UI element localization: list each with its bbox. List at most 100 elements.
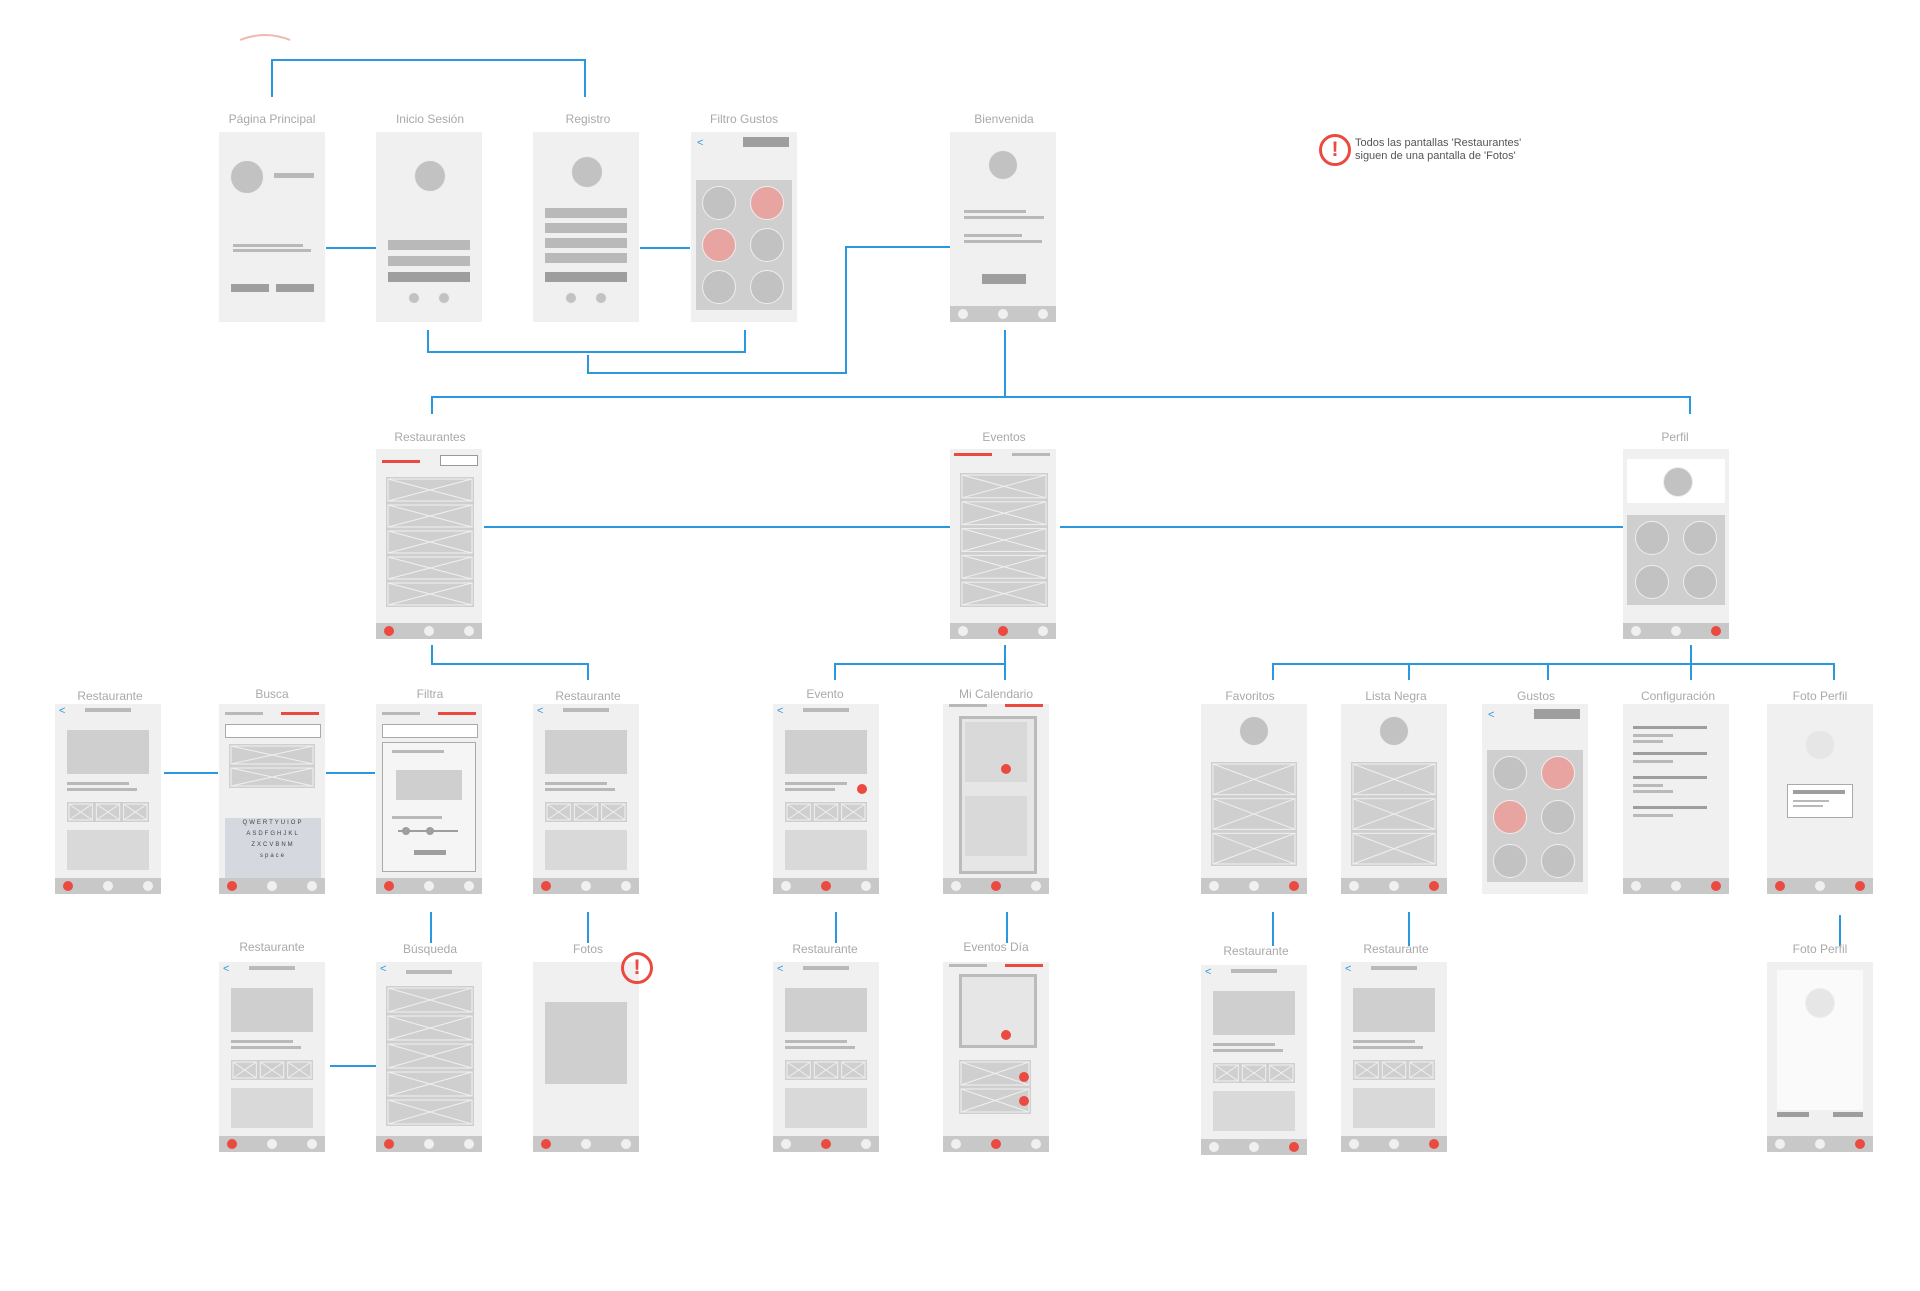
avatar xyxy=(1663,467,1693,497)
placeholder-cross xyxy=(387,478,473,606)
back-arrow-icon[interactable]: < xyxy=(59,705,66,717)
screen-restaurante-5[interactable]: < xyxy=(1201,965,1307,1155)
placeholder-cross xyxy=(786,803,866,821)
back-arrow-icon[interactable]: < xyxy=(537,705,544,717)
back-arrow-icon[interactable]: < xyxy=(380,963,387,975)
screen-fotos[interactable] xyxy=(533,962,639,1152)
screen-gustos[interactable]: < xyxy=(1482,704,1588,894)
screen-restaurante-4[interactable]: < xyxy=(773,962,879,1152)
screen-lista-negra[interactable] xyxy=(1341,704,1447,894)
screen-favoritos[interactable] xyxy=(1201,704,1307,894)
screen-restaurante-6[interactable]: < xyxy=(1341,962,1447,1152)
label-lista-negra: Lista Negra xyxy=(1365,689,1427,703)
screen-mi-calendario[interactable] xyxy=(943,704,1049,894)
screen-perfil[interactable] xyxy=(1623,449,1729,639)
back-arrow-icon[interactable]: < xyxy=(697,137,704,149)
label-restaurante-6: Restaurante xyxy=(1363,942,1429,956)
placeholder-cross xyxy=(387,987,473,1125)
image-icon xyxy=(230,160,264,194)
screen-restaurante-2[interactable]: < xyxy=(533,704,639,894)
back-arrow-icon[interactable]: < xyxy=(223,963,230,975)
image-icon xyxy=(414,160,446,192)
screen-restaurante-1[interactable]: < xyxy=(55,704,161,894)
label-inicio-sesion: Inicio Sesión xyxy=(395,112,465,126)
note-text: Todos las pantallas 'Restaurantes' sigue… xyxy=(1355,137,1521,163)
placeholder-cross xyxy=(232,1061,312,1079)
screen-configuracion[interactable] xyxy=(1623,704,1729,894)
placeholder-cross xyxy=(1354,1061,1434,1079)
back-arrow-icon[interactable]: < xyxy=(1345,963,1352,975)
label-mi-calendario: Mi Calendario xyxy=(958,687,1034,701)
placeholder-cross xyxy=(960,1061,1030,1113)
screen-foto-perfil-1[interactable] xyxy=(1767,704,1873,894)
screen-registro[interactable] xyxy=(533,132,639,322)
label-registro: Registro xyxy=(565,112,611,126)
screen-busqueda[interactable]: < xyxy=(376,962,482,1152)
label-restaurante-4: Restaurante xyxy=(792,942,858,956)
back-arrow-icon[interactable]: < xyxy=(777,963,784,975)
label-restaurantes: Restaurantes xyxy=(394,430,466,444)
label-restaurante-2: Restaurante xyxy=(555,689,621,703)
screen-bienvenida[interactable] xyxy=(950,132,1056,322)
placeholder-cross xyxy=(68,803,148,821)
search-input[interactable] xyxy=(225,724,321,738)
screen-eventos[interactable] xyxy=(950,449,1056,639)
label-eventos: Eventos xyxy=(982,430,1026,444)
label-gustos: Gustos xyxy=(1516,689,1555,703)
keyboard[interactable]: QWERTYUIOP ASDFGHJKL ZXCVBNM space xyxy=(225,818,321,878)
label-fotos: Fotos xyxy=(572,942,603,956)
screen-pagina-principal[interactable] xyxy=(219,132,325,322)
alert-icon: ! xyxy=(621,952,653,984)
screen-restaurantes[interactable] xyxy=(376,449,482,639)
placeholder-cross xyxy=(961,474,1047,606)
avatar xyxy=(1805,988,1835,1018)
placeholder-cross xyxy=(1212,763,1296,865)
screen-evento[interactable]: < xyxy=(773,704,879,894)
calendar xyxy=(959,974,1037,1048)
back-arrow-icon[interactable]: < xyxy=(1488,709,1495,721)
label-busqueda: Búsqueda xyxy=(402,942,458,956)
label-evento: Evento xyxy=(806,687,844,701)
screen-foto-perfil-2[interactable] xyxy=(1767,962,1873,1152)
label-perfil: Perfil xyxy=(1661,430,1689,444)
placeholder-cross xyxy=(786,1061,866,1079)
back-arrow-icon[interactable]: < xyxy=(1205,966,1212,978)
screen-busca[interactable]: QWERTYUIOP ASDFGHJKL ZXCVBNM space xyxy=(219,704,325,894)
label-eventos-dia: Eventos Día xyxy=(963,940,1029,954)
screen-inicio-sesion[interactable] xyxy=(376,132,482,322)
label-restaurante-5: Restaurante xyxy=(1223,944,1289,958)
search-input[interactable] xyxy=(440,455,478,466)
label-filtra: Filtra xyxy=(416,687,444,701)
label-foto-perfil-1: Foto Perfil xyxy=(1792,689,1848,703)
label-restaurante-3: Restaurante xyxy=(239,940,305,954)
label-busca: Busca xyxy=(255,687,289,701)
label-restaurante-1: Restaurante xyxy=(77,689,143,703)
avatar xyxy=(1379,716,1409,746)
search-input[interactable] xyxy=(382,724,478,738)
placeholder-cross xyxy=(546,803,626,821)
accept-button[interactable] xyxy=(1833,1112,1863,1117)
alert-icon: ! xyxy=(1319,134,1351,166)
screen-filtro-gustos[interactable]: < xyxy=(691,132,797,322)
label-pagina-principal: Página Principal xyxy=(228,112,316,126)
label-bienvenida: Bienvenida xyxy=(974,112,1034,126)
label-filtro-gustos: Filtro Gustos xyxy=(709,112,778,126)
placeholder-cross xyxy=(230,745,314,787)
screen-restaurante-3[interactable]: < xyxy=(219,962,325,1152)
label-foto-perfil-2: Foto Perfil xyxy=(1792,942,1848,956)
avatar xyxy=(1805,730,1835,760)
avatar xyxy=(1239,716,1269,746)
image-icon xyxy=(571,156,603,188)
label-favoritos: Favoritos xyxy=(1225,689,1275,703)
screen-eventos-dia[interactable] xyxy=(943,962,1049,1152)
screen-filtra[interactable] xyxy=(376,704,482,894)
placeholder-cross xyxy=(1352,763,1436,865)
image-icon xyxy=(988,150,1018,180)
cancel-button[interactable] xyxy=(1777,1112,1809,1117)
note-line-1: Todos las pantallas 'Restaurantes' xyxy=(1355,137,1522,149)
placeholder-cross xyxy=(1214,1064,1294,1082)
back-arrow-icon[interactable]: < xyxy=(777,705,784,717)
note-line-2: siguen de una pantalla de 'Fotos' xyxy=(1355,150,1516,162)
